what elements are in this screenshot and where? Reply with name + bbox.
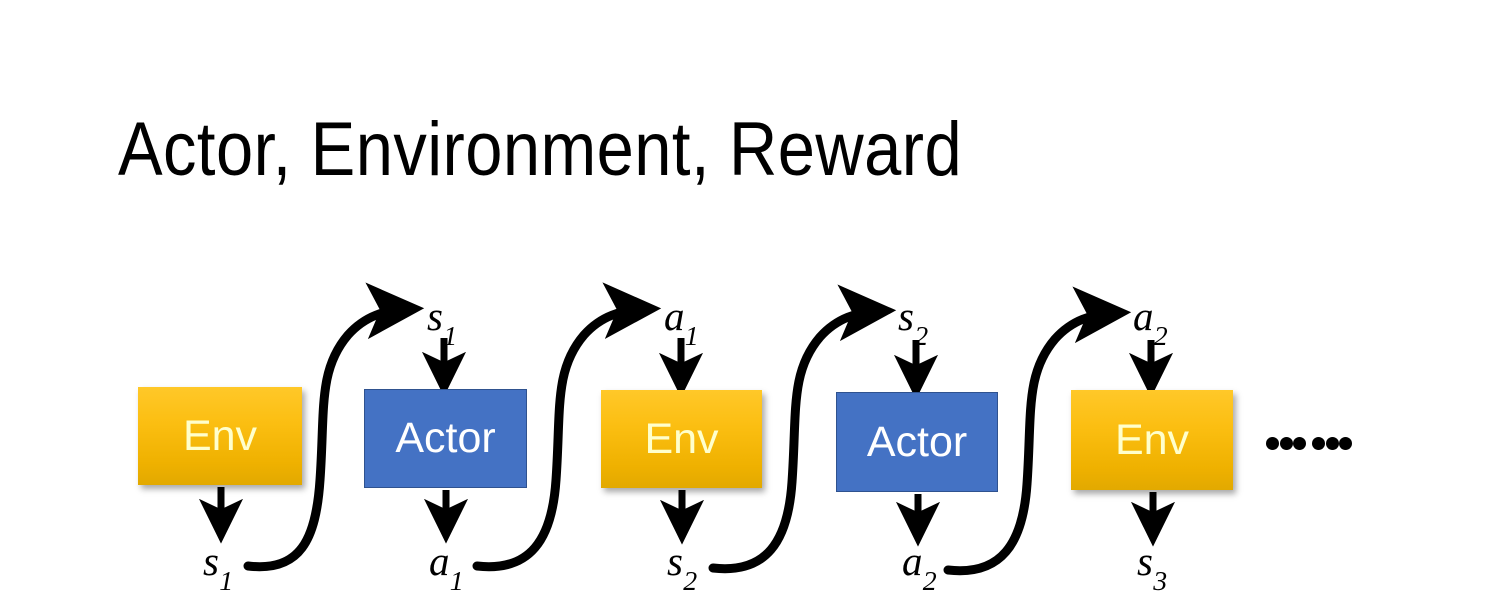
node-label: Env bbox=[644, 414, 719, 463]
label-top-s2: s2 bbox=[898, 293, 928, 351]
node-env-3[interactable]: Env bbox=[1071, 390, 1233, 490]
var-base: a bbox=[664, 293, 685, 339]
label-top-a2: a2 bbox=[1133, 293, 1168, 351]
s-curve-connectors bbox=[243, 282, 1132, 576]
node-label: Env bbox=[182, 411, 258, 460]
continuation-ellipsis bbox=[1266, 424, 1352, 462]
node-label: Actor bbox=[395, 414, 496, 462]
var-subscript: 3 bbox=[1153, 566, 1168, 598]
label-bottom-s2: s2 bbox=[667, 538, 697, 596]
label-bottom-a1: a1 bbox=[429, 538, 464, 596]
ellipsis-dot bbox=[1325, 436, 1339, 450]
ellipsis-dot bbox=[1312, 436, 1325, 450]
var-base: s bbox=[427, 293, 443, 339]
var-subscript: 2 bbox=[922, 566, 937, 598]
node-actor-1[interactable]: Actor bbox=[364, 389, 527, 488]
node-env-2[interactable]: Env bbox=[601, 390, 762, 488]
var-base: s bbox=[667, 538, 683, 584]
node-actor-2[interactable]: Actor bbox=[836, 392, 998, 492]
ellipsis-dot bbox=[1279, 436, 1293, 450]
var-base: a bbox=[902, 538, 923, 584]
ellipsis-dot bbox=[1339, 436, 1352, 450]
label-bottom-a2: a2 bbox=[902, 538, 937, 596]
curve-a1-to-top-a1 bbox=[472, 282, 662, 572]
var-subscript: 2 bbox=[1153, 321, 1168, 353]
var-base: s bbox=[898, 293, 914, 339]
var-subscript: 1 bbox=[449, 566, 464, 598]
vertical-arrows-out bbox=[198, 487, 1176, 547]
var-base: a bbox=[1133, 293, 1154, 339]
ellipsis-dot bbox=[1266, 436, 1279, 450]
node-env-1[interactable]: Env bbox=[138, 387, 302, 485]
ellipsis-dot bbox=[1293, 436, 1306, 450]
var-base: s bbox=[203, 538, 219, 584]
var-subscript: 2 bbox=[914, 321, 929, 353]
var-base: a bbox=[429, 538, 450, 584]
node-label: Env bbox=[1114, 415, 1190, 464]
label-bottom-s3: s3 bbox=[1137, 538, 1167, 596]
label-bottom-s1: s1 bbox=[203, 538, 233, 596]
var-subscript: 1 bbox=[219, 566, 234, 598]
var-subscript: 2 bbox=[683, 566, 698, 598]
var-subscript: 1 bbox=[684, 321, 699, 353]
node-label: Actor bbox=[866, 417, 968, 466]
label-top-s1: s1 bbox=[427, 293, 457, 351]
curve-s2-to-top-s2 bbox=[708, 284, 897, 574]
var-base: s bbox=[1137, 538, 1153, 584]
ellipsis-gap bbox=[1307, 443, 1312, 444]
curve-s1-to-top-s1 bbox=[243, 282, 425, 572]
page-title: Actor, Environment, Reward bbox=[118, 107, 963, 192]
var-subscript: 1 bbox=[443, 321, 458, 353]
label-top-a1: a1 bbox=[664, 293, 699, 351]
curve-a2-to-top-a2 bbox=[943, 286, 1132, 576]
vertical-arrows bbox=[421, 338, 1174, 400]
